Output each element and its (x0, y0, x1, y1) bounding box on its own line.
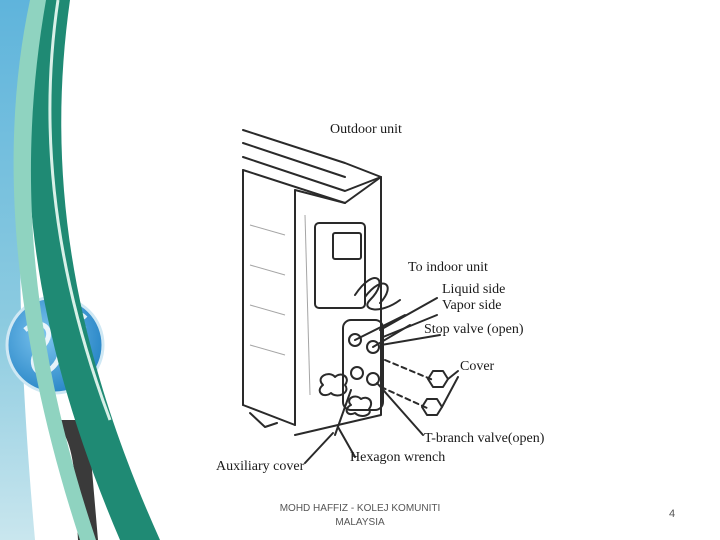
swoosh-highlight (48, 0, 112, 421)
label-vapor-side: Vapor side (442, 298, 502, 313)
footer-text: MOHD HAFFIZ - KOLEJ KOMUNITI MALAYSIA (270, 502, 450, 530)
swoosh-dark (28, 0, 161, 540)
label-hexagon-wrench: Hexagon wrench (350, 450, 446, 465)
footer-line-2: MALAYSIA (335, 517, 385, 528)
label-liquid-side: Liquid side (442, 282, 506, 297)
swoosh-light (13, 0, 97, 540)
label-auxiliary-cover: Auxiliary cover (216, 459, 305, 474)
footer-line-1: MOHD HAFFIZ - KOLEJ KOMUNITI (279, 503, 441, 514)
label-to-indoor-unit: To indoor unit (408, 260, 488, 275)
label-t-branch-valve: T-branch valve(open) (424, 431, 545, 446)
outdoor-unit-diagram (242, 129, 459, 464)
label-outdoor-unit: Outdoor unit (330, 122, 402, 137)
label-cover: Cover (460, 359, 495, 374)
label-stop-valve: Stop valve (open) (424, 322, 524, 337)
page-number: 4 (668, 508, 676, 520)
